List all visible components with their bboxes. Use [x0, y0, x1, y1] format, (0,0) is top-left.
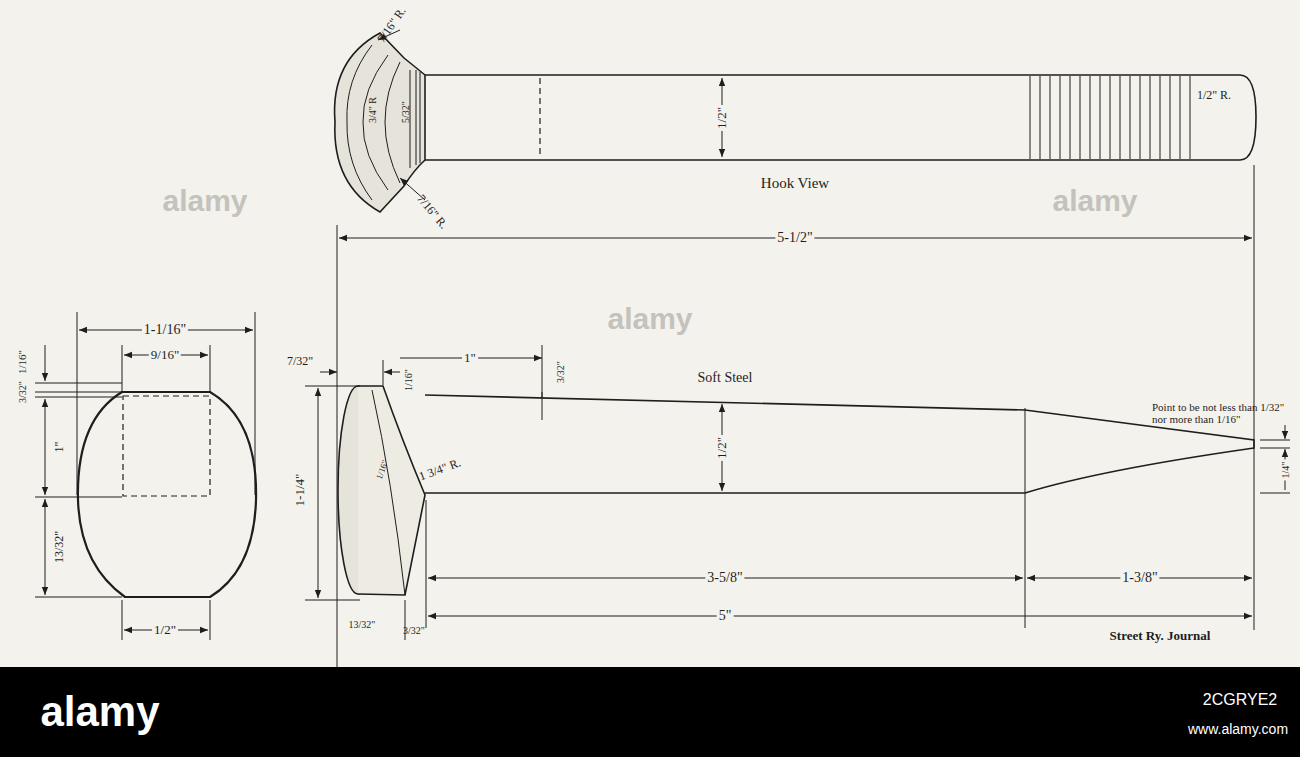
head-dim: 1/16": [403, 367, 414, 393]
height-dim: 3/32": [17, 379, 28, 405]
point-dim: 1/4": [1280, 460, 1291, 481]
length-dim: 1": [462, 351, 478, 365]
watermark: alamy: [160, 184, 249, 217]
watermark-logo: alamy: [38, 689, 161, 735]
material-note: Soft Steel: [696, 370, 755, 385]
height-dim: 1/16": [16, 348, 28, 376]
length-dim: 5": [717, 608, 734, 623]
length-dim: 3-5/8": [705, 570, 744, 585]
thickness-dim: 5/32": [400, 99, 411, 125]
height-dim: 1": [53, 440, 66, 455]
taper-dim: 3/32": [555, 359, 566, 385]
point-note: Point to be not less than 1/32" nor more…: [1150, 401, 1294, 425]
image-id: 2CGRYE2: [1201, 691, 1279, 709]
length-dim: 5-1/2": [775, 230, 814, 245]
width-dim: 1/2": [152, 623, 178, 637]
radius-dim: 7/16" R.: [413, 191, 452, 233]
head-dim: 13/32": [347, 619, 378, 630]
width-dim: 1/2": [715, 105, 729, 131]
width-dim: 1/2": [715, 435, 729, 461]
radius-dim: 3/4" R: [367, 95, 378, 125]
head-dim: 1/16": [374, 457, 391, 483]
length-dim: 1-3/8": [1120, 570, 1159, 585]
radius-dim: 7/16" R.: [374, 3, 410, 47]
watermark: alamy: [605, 302, 694, 335]
head-dim: 7/32": [285, 355, 315, 368]
head-height-dim: 1-1/4": [293, 472, 307, 509]
radius-dim: 1/2" R.: [1195, 89, 1233, 102]
height-dim: 13/32": [53, 529, 66, 565]
radius-dim: 1 3/4" R.: [416, 456, 465, 485]
source-credit: Street Ry. Journal: [1108, 629, 1213, 643]
width-dim: 9/16": [149, 348, 181, 362]
width-dim: 1-1/16": [142, 322, 188, 337]
watermark: alamy: [1050, 184, 1139, 217]
view-title: Hook View: [759, 175, 831, 192]
site-url: www.alamy.com: [1186, 722, 1290, 737]
head-dim: 3/32": [401, 625, 427, 636]
